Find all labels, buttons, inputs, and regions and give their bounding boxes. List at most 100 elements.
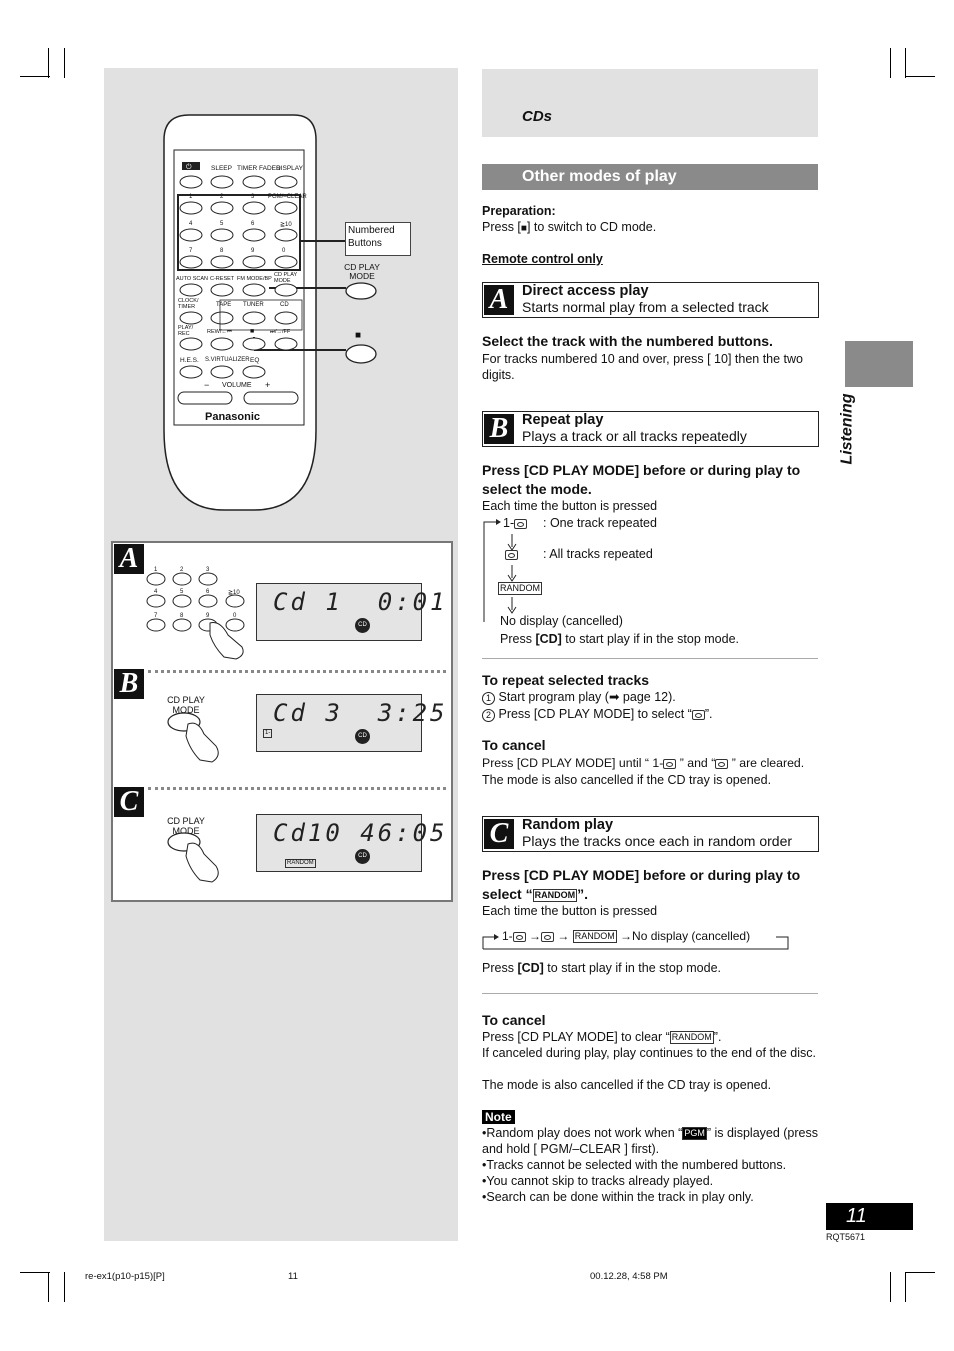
section-b-title: Repeat play <box>522 412 604 428</box>
footer-page: 11 <box>288 1271 298 1282</box>
diagram-b-button-label: CD PLAY MODE <box>167 695 205 715</box>
section-header-box <box>482 69 818 137</box>
diagram-b-display-text: Cd 3 3:25 <box>273 699 448 727</box>
remote-label-play-rec: PLAY/ REC <box>178 325 194 337</box>
callout-stop-icon: ■ <box>355 330 362 341</box>
diagram-key-0: 0 <box>233 613 237 619</box>
remote-label-timer-fader: TIMER FADER <box>237 165 281 172</box>
divider <box>482 658 818 659</box>
section-c-cancel-1: Press [CD PLAY MODE] to clear “RANDOM”. <box>482 1030 722 1045</box>
section-b-box <box>482 411 819 447</box>
diagram-a-keypad <box>146 572 245 660</box>
repeat-icon <box>663 758 677 769</box>
remote-label-cd-play-mode: CD PLAY MODE <box>274 272 298 284</box>
diagram-divider-bc <box>148 787 446 790</box>
remote-label-hes: H.E.S. <box>180 357 199 364</box>
remote-label-clock-timer: CLOCK/ TIMER <box>178 298 199 310</box>
diagram-key-1: 1 <box>154 567 158 573</box>
repeat-icon <box>691 709 705 720</box>
section-c-subtitle: Plays the tracks once each in random ord… <box>522 833 793 849</box>
diagram-letter-b: B <box>114 669 144 699</box>
arrow-icon: → <box>620 929 633 943</box>
page-number: 11 <box>826 1203 913 1230</box>
remote-control-illustration <box>163 114 377 511</box>
callout-numbered-buttons: Numbered Buttons <box>345 222 411 256</box>
preparation-label: Preparation: <box>482 204 556 218</box>
section-c-step-line1: Press [CD PLAY MODE] before or during pl… <box>482 867 801 883</box>
diagram-b-repeat-indicator: 1- <box>263 729 273 738</box>
side-tab-listening: Listening <box>838 393 856 465</box>
remote-label-fm-mode: FM MODE/BP <box>237 276 272 282</box>
arrow-right-icon: ➡ <box>608 690 620 704</box>
remote-key-7: 7 <box>189 248 193 254</box>
remote-key-5: 5 <box>220 221 224 227</box>
note-bullet-1: •Random play does not work when “PGM” is… <box>482 1126 819 1156</box>
diagram-key-3: 3 <box>206 567 210 573</box>
diagram-b-cd-badge: CD <box>355 729 370 744</box>
section-a-box <box>482 282 819 318</box>
random-cycle-arrows <box>482 934 789 950</box>
diagram-c-display: Cd10 46:05 CD RANDOM <box>256 814 445 872</box>
remote-key-pgm-clear: PGM/–CLEAR <box>268 194 307 200</box>
repeat-cycle-arrows <box>483 519 517 622</box>
arrow-icon: → <box>529 929 542 943</box>
repeat-icon <box>505 549 518 560</box>
section-c-letter: C <box>484 819 514 849</box>
remote-label-sleep: SLEEP <box>211 165 232 172</box>
repeat-selected-heading: To repeat selected tracks <box>482 672 650 688</box>
repeat-one-indicator: 1- <box>503 515 528 531</box>
diagram-key-8: 8 <box>180 613 184 619</box>
section-b-press-cd: Press [CD] to start play if in the stop … <box>500 632 740 646</box>
remote-label-volume: VOLUME <box>222 382 252 389</box>
repeat-all-desc: : All tracks repeated <box>543 547 653 561</box>
diagram-c-press-button <box>167 832 219 883</box>
section-b-each-time: Each time the button is pressed <box>482 499 658 513</box>
repeat-icon <box>715 758 729 769</box>
diagram-key-4: 4 <box>154 589 158 595</box>
note-label: Note <box>482 1110 515 1124</box>
remote-label-tape: TAPE <box>216 302 232 308</box>
remote-label-virtualizer: S.VIRTUALIZER <box>205 357 250 363</box>
diagram-c-cd-badge: CD <box>355 849 370 864</box>
diagram-c-random-indicator: RANDOM <box>285 859 316 868</box>
section-c-cancel-2: If canceled during play, play continues … <box>482 1046 817 1060</box>
diagram-c-button-label: CD PLAY MODE <box>167 816 205 836</box>
footer-filename: re-ex1(p10-p15)[P] <box>85 1271 165 1282</box>
diagram-c-display-text: Cd10 46:05 <box>273 819 448 847</box>
diagram-key-7: 7 <box>154 613 158 619</box>
diagram-key-6: 6 <box>206 589 210 595</box>
title-bar <box>482 164 818 190</box>
remote-label-cd: CD <box>280 302 289 308</box>
section-b-step: Press [CD PLAY MODE] before or during pl… <box>482 462 801 497</box>
remote-volume-plus: + <box>265 380 271 390</box>
remote-label-eq: EQ <box>250 357 260 364</box>
remote-label-auto-scan: AUTO SCAN <box>176 276 208 282</box>
section-b-cancel-line2: The mode is also cancelled if the CD tra… <box>482 773 772 787</box>
section-label: CDs <box>522 108 553 125</box>
repeat-icon <box>514 518 528 529</box>
section-a-title: Direct access play <box>522 283 649 299</box>
note-bullet-2: •Tracks cannot be selected with the numb… <box>482 1158 787 1172</box>
section-c-cancel-3: The mode is also cancelled if the CD tra… <box>482 1078 772 1092</box>
section-a-step: Select the track with the numbered butto… <box>482 333 773 349</box>
diagram-letter-c: C <box>114 787 144 817</box>
diagram-divider-ab <box>148 670 446 673</box>
model-number: RQT5671 <box>826 1232 866 1242</box>
section-c-box <box>482 816 819 852</box>
remote-label-tuner: TUNER <box>243 302 264 308</box>
diagram-a-cd-badge: CD <box>355 618 370 633</box>
diagram-letter-a: A <box>114 544 144 574</box>
repeat-no-display: No display (cancelled) <box>500 614 623 628</box>
preparation-text: Press [■] to switch to CD mode. <box>482 220 657 234</box>
repeat-selected-step2: 2 Press [CD PLAY MODE] to select “”. <box>482 706 712 722</box>
diagram-key-9: 9 <box>206 613 210 619</box>
section-a-letter: A <box>484 285 514 315</box>
section-a-detail: For tracks numbered 10 and over, press [… <box>482 352 804 382</box>
arrow-icon: → <box>557 929 570 943</box>
diagram-key-5: 5 <box>180 589 184 595</box>
remote-stop-icon: ■ <box>250 328 255 335</box>
section-b-subtitle: Plays a track or all tracks repeatedly <box>522 428 747 444</box>
remote-key-4: 4 <box>189 221 193 227</box>
repeat-selected-step1: 1 Start program play (➡ page 12). <box>482 689 676 705</box>
remote-key-3: 3 <box>251 194 255 200</box>
